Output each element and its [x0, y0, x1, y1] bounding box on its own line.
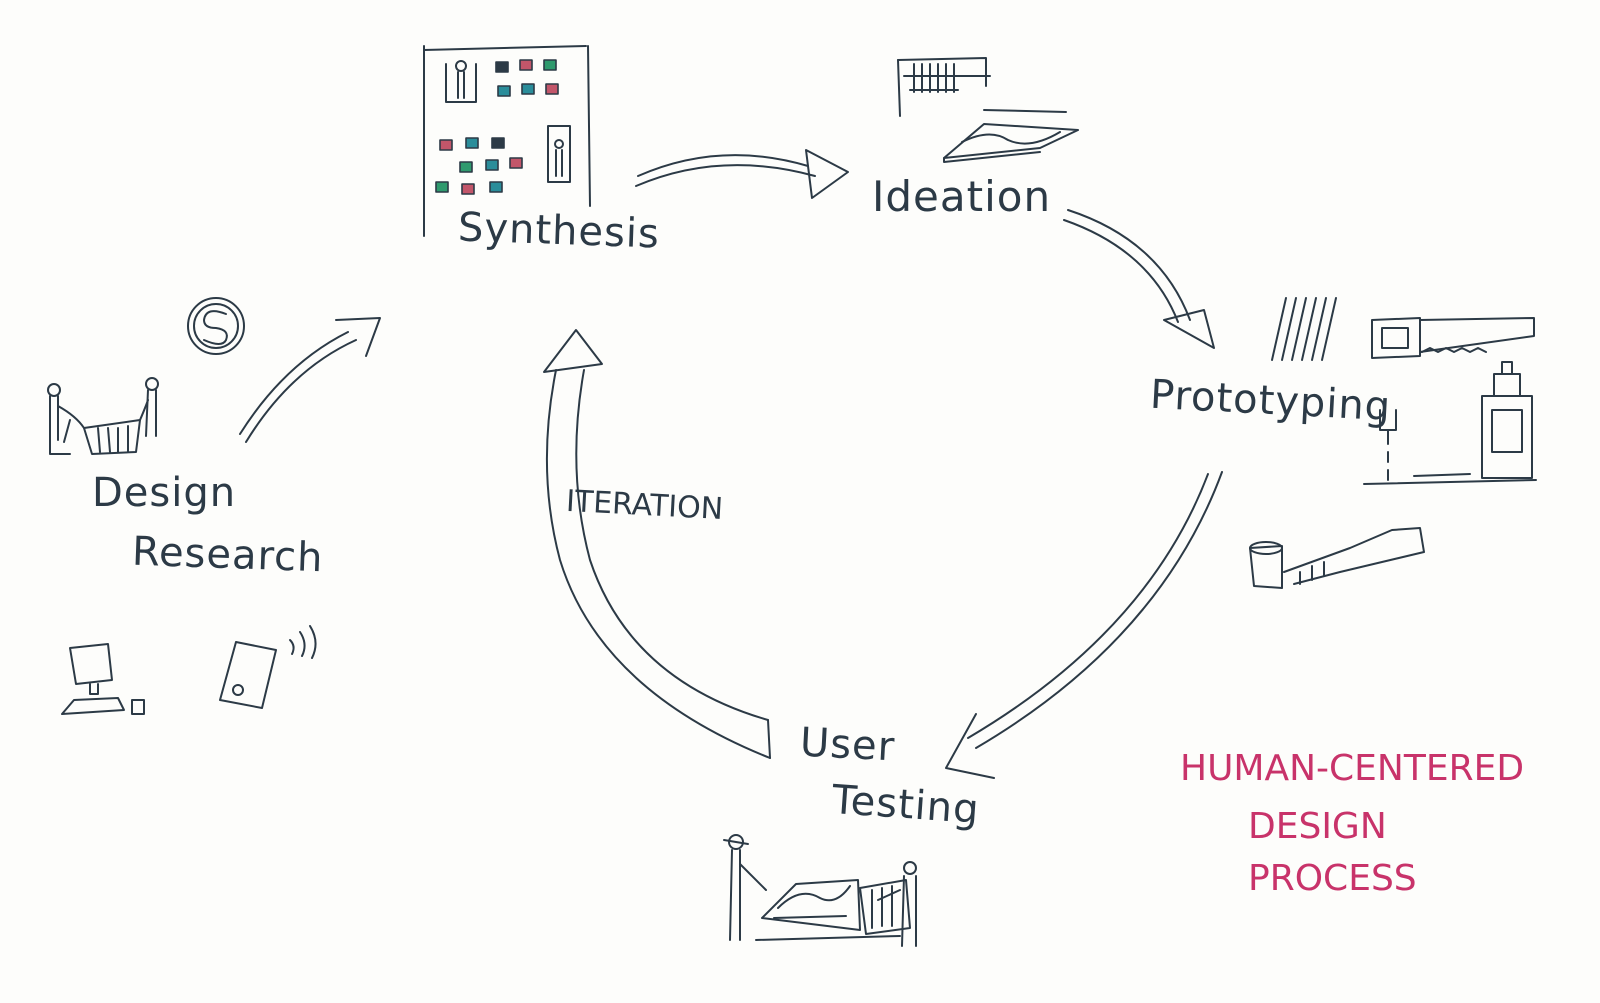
tools-icon	[1249, 297, 1537, 589]
arrow-prototyping-to-user-testing	[945, 471, 1223, 779]
users-testing-icon	[723, 834, 917, 947]
diagram-title-line-2: DESIGN	[1248, 806, 1387, 847]
stage-label-user: User	[799, 720, 896, 771]
sketch-board-icon	[897, 57, 1079, 163]
stage-label-synthesis-text: Synthesis	[457, 204, 661, 258]
stage-label-research: Research	[131, 529, 324, 582]
arrow-design-research-to-synthesis	[239, 317, 381, 443]
arrow-ideation-to-prototyping	[1063, 209, 1215, 349]
iteration-arrow	[543, 329, 771, 759]
stage-label-synthesis: Synthesis	[457, 204, 660, 257]
stage-label-design-text: Design	[92, 470, 237, 516]
stage-label-design: Design	[92, 470, 236, 516]
people-at-table-icon	[47, 377, 159, 455]
wall-with-sticky-notes-icon	[423, 45, 591, 237]
diagram-title-line-1: HUMAN-CENTERED	[1180, 748, 1525, 789]
computer-icon	[61, 643, 145, 715]
coin-icon	[187, 297, 245, 355]
stage-label-user-text: User	[798, 719, 897, 771]
stage-label-ideation-text: Ideation	[872, 172, 1052, 221]
stage-label-research-text: Research	[131, 528, 325, 582]
arrow-synthesis-to-ideation	[635, 149, 849, 199]
diagram-title-line-3: PROCESS	[1248, 858, 1417, 899]
phone-icon	[219, 625, 317, 709]
stage-label-ideation: Ideation	[872, 172, 1051, 221]
